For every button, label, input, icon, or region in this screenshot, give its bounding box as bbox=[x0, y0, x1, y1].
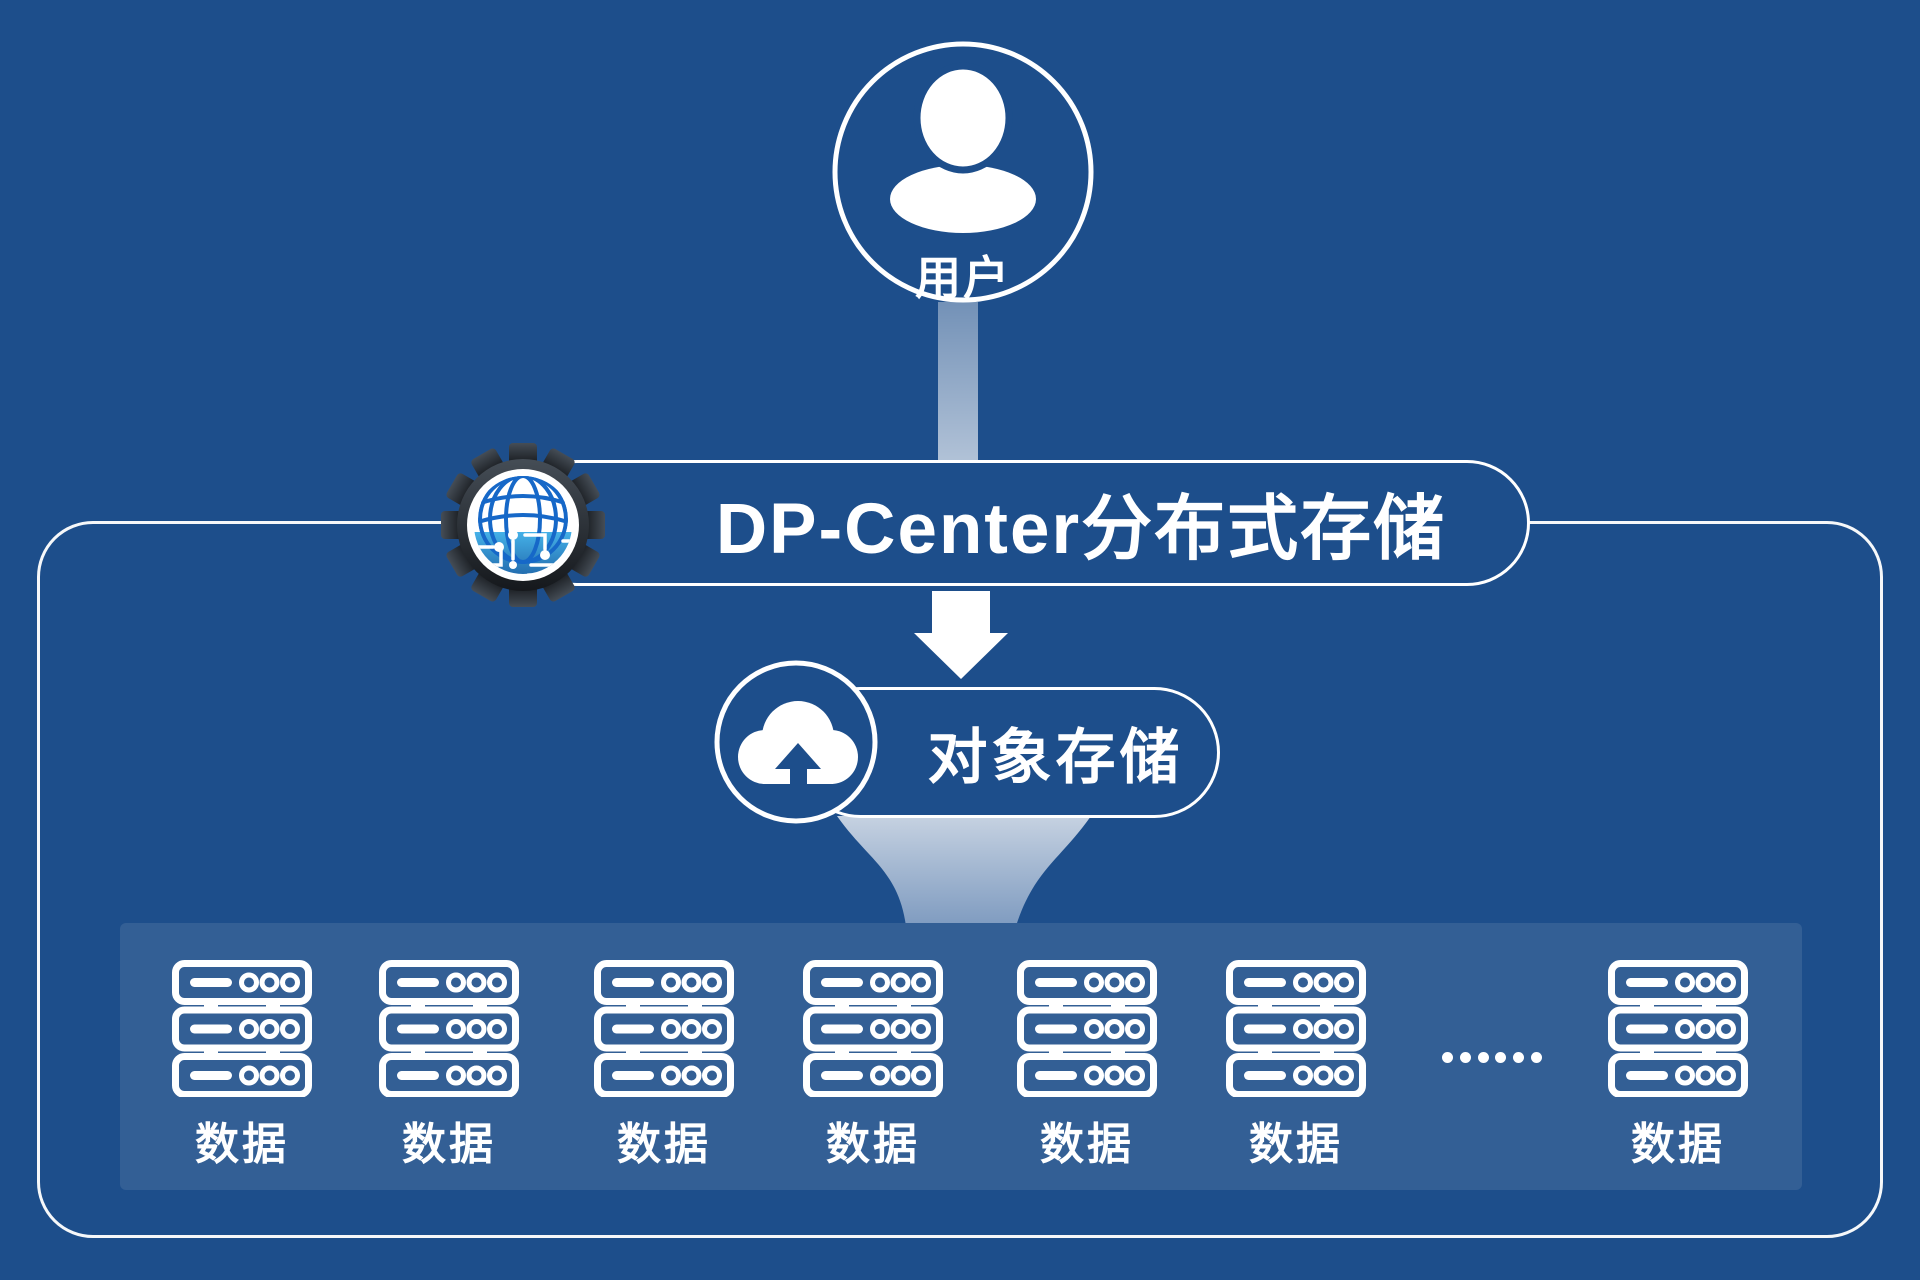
server-rack-icon bbox=[1017, 960, 1157, 1097]
server-label: 数据 bbox=[1249, 1120, 1343, 1169]
server-rack-icon bbox=[1226, 960, 1366, 1097]
ellipsis-dots bbox=[1442, 1047, 1542, 1067]
server-label: 数据 bbox=[402, 1120, 496, 1169]
funnel-flow bbox=[837, 816, 1091, 926]
object-storage-label: 对象存储 bbox=[927, 724, 1184, 791]
server-label: 数据 bbox=[826, 1120, 920, 1169]
server-node: 数据 bbox=[379, 960, 519, 1172]
server-node: 数据 bbox=[803, 960, 943, 1172]
server-node: 数据 bbox=[172, 960, 312, 1172]
object-storage-pill: 对象存储 bbox=[795, 687, 1220, 818]
server-label: 数据 bbox=[617, 1120, 711, 1169]
server-rack-icon bbox=[1608, 960, 1748, 1097]
user-avatar-icon bbox=[832, 41, 1094, 303]
server-node: 数据 bbox=[1226, 960, 1366, 1172]
server-node: 数据 bbox=[1608, 960, 1748, 1172]
server-node: 数据 bbox=[594, 960, 734, 1172]
server-label: 数据 bbox=[195, 1120, 289, 1169]
cloud-upload-icon bbox=[714, 660, 878, 824]
server-label: 数据 bbox=[1631, 1120, 1725, 1169]
dp-center-bar: DP-Center分布式存储 bbox=[514, 460, 1530, 586]
gear-globe-icon bbox=[441, 443, 605, 607]
flow-arrow-user-to-dp bbox=[938, 302, 978, 463]
server-rack-icon bbox=[594, 960, 734, 1097]
server-rack-icon bbox=[803, 960, 943, 1097]
server-node: 数据 bbox=[1017, 960, 1157, 1172]
server-label: 数据 bbox=[1040, 1120, 1134, 1169]
flow-arrow-dp-to-object bbox=[914, 591, 1008, 679]
dp-center-label: DP-Center分布式存储 bbox=[715, 490, 1447, 569]
server-rack-icon bbox=[379, 960, 519, 1097]
user-label: 用户 bbox=[915, 252, 1011, 304]
server-rack-icon bbox=[172, 960, 312, 1097]
data-servers-panel: 数据 数据 数据 数据 数据 数据 数据 bbox=[120, 923, 1802, 1190]
